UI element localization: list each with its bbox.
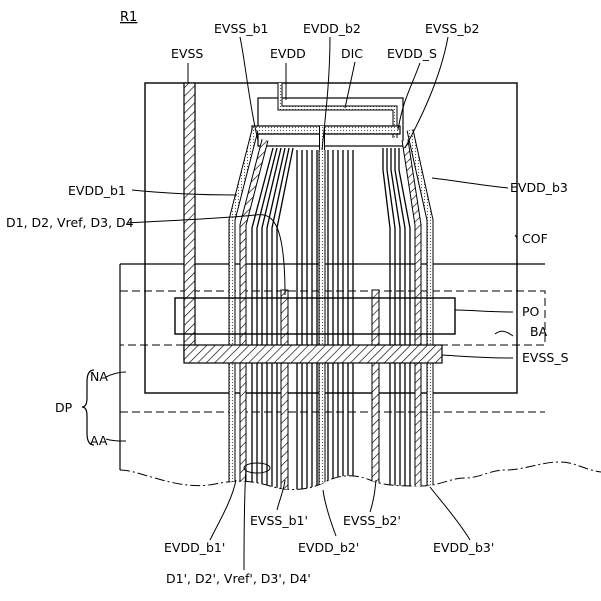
label-evss-b2: EVSS_b2: [425, 21, 479, 36]
evss-s-bar: [184, 345, 442, 363]
label-po: PO: [522, 304, 540, 319]
label-na: NA: [90, 369, 108, 384]
label-evdd-s: EVDD_S: [387, 46, 437, 61]
label-dic: DIC: [341, 46, 363, 61]
label-evdd-b1: EVDD_b1: [68, 183, 126, 198]
data-lines-right: [383, 148, 410, 600]
label-evdd-b2: EVDD_b2: [303, 21, 361, 36]
label-evdd-b3p: EVDD_b3': [433, 540, 494, 555]
label-evss: EVSS: [171, 46, 203, 61]
label-data-lines: D1, D2, Vref, D3, D4: [6, 215, 134, 230]
label-evdd: EVDD: [270, 46, 306, 61]
figure-ref-label: R1: [120, 10, 137, 25]
label-evdd-b2p: EVDD_b2': [298, 540, 359, 555]
panel-break-edge: [120, 462, 601, 489]
label-evss-s: EVSS_S: [522, 350, 569, 365]
label-cof: COF: [522, 231, 548, 246]
evdd-bus: [252, 83, 400, 155]
label-evss-b1p: EVSS_b1': [250, 513, 308, 528]
label-evdd-b3: EVDD_b3: [510, 180, 568, 195]
label-evss-b1: EVSS_b1: [214, 21, 268, 36]
fanout-wiring: [232, 130, 430, 600]
evss-vertical: [184, 83, 195, 360]
label-dp: DP: [55, 400, 73, 415]
pad-opening: [175, 298, 455, 334]
data-lines-center-right: [328, 150, 353, 600]
label-ba: BA: [530, 324, 548, 339]
data-lines-center: [297, 150, 317, 600]
evss-b2p-line: [372, 290, 379, 600]
label-data-lines-p: D1', D2', Vref', D3', D4': [166, 571, 311, 586]
label-evss-b2p: EVSS_b2': [343, 513, 401, 528]
label-aa: AA: [90, 433, 108, 448]
evss-b1p-line: [281, 290, 288, 600]
label-evdd-b1p: EVDD_b1': [164, 540, 225, 555]
